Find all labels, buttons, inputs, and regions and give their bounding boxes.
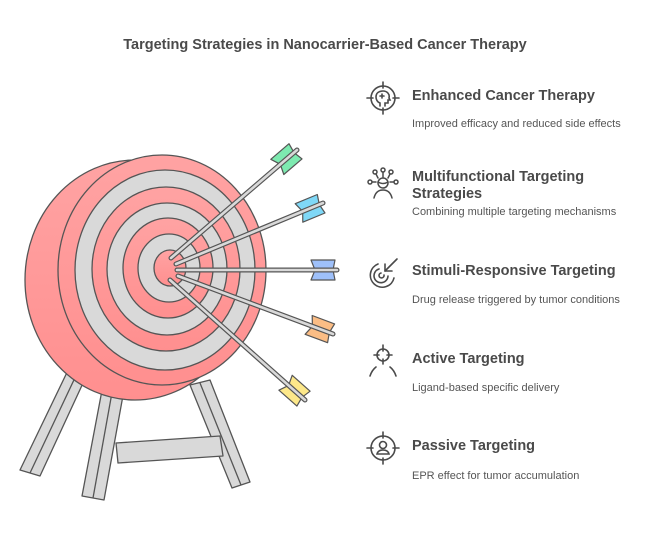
strategy-heading: Multifunctional Targeting Strategies [412, 169, 585, 202]
arrow-cyan-shaft [174, 201, 325, 266]
arrow-orange-shaft [176, 274, 335, 336]
stand-crossbar [115, 435, 224, 464]
target-user-icon [366, 431, 400, 465]
target-stand [19, 361, 251, 501]
target-head-icon [366, 81, 400, 115]
crosshair-person-icon [369, 344, 397, 377]
diagram-title: Targeting Strategies in Nanocarrier-Base… [123, 37, 527, 53]
strategy-description: Combining multiple targeting mechanisms [412, 206, 617, 218]
arrow-yellow-shaft [168, 278, 307, 402]
arrow-green [168, 143, 303, 261]
multi-connection-person-icon [367, 167, 399, 199]
arrow-green-shaft [169, 148, 299, 260]
arrow-cyan [173, 193, 326, 267]
strategy-description: EPR effect for tumor accumulation [412, 470, 580, 482]
arrows-group [167, 143, 340, 407]
strategy-heading: Passive Targeting [412, 438, 536, 454]
arrow-into-target-icon [369, 258, 398, 288]
strategy-heading: Stimuli-Responsive Targeting [412, 263, 616, 279]
strategy-description: Drug release triggered by tumor conditio… [412, 294, 620, 306]
arrow-yellow [167, 277, 311, 407]
arrow-orange [175, 273, 336, 344]
strategy-heading: Enhanced Cancer Therapy [412, 88, 595, 104]
arrow-blue [174, 259, 340, 281]
strategy-heading: Active Targeting [412, 351, 525, 367]
strategy-description: Improved efficacy and reduced side effec… [412, 118, 621, 130]
strategy-description: Ligand-based specific delivery [412, 382, 560, 394]
